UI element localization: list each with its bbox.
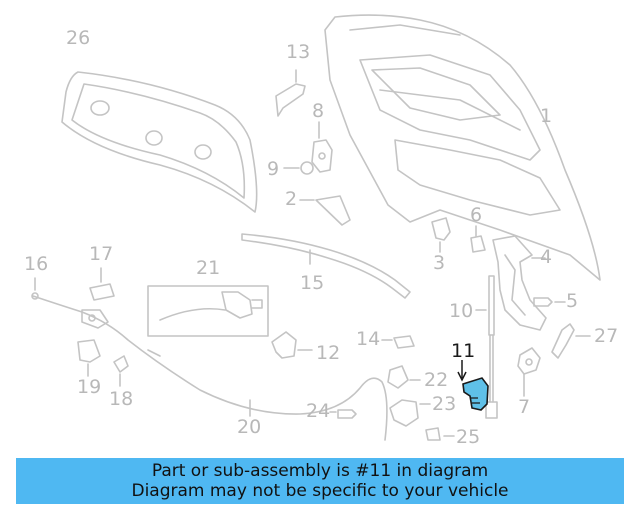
banner-line-part: Part or sub-assembly is #11 in diagram (151, 461, 489, 481)
part-25-clip (425, 427, 455, 441)
callout-10: 10 (449, 300, 474, 322)
callout-23: 23 (432, 393, 457, 415)
part-4-hinge (492, 235, 547, 331)
callout-12: 12 (316, 342, 341, 364)
part-17-clip (89, 267, 115, 301)
part-23-bracket (389, 399, 431, 427)
callout-15: 15 (300, 272, 325, 294)
callout-24: 24 (306, 400, 331, 422)
callout-17: 17 (89, 243, 114, 265)
part-26-insulator-pad (61, 71, 258, 213)
callout-2: 2 (285, 188, 298, 210)
callout-25: 25 (456, 426, 481, 448)
callout-9: 9 (267, 158, 280, 180)
banner-line-disclaimer: Diagram may not be specific to your vehi… (131, 481, 509, 501)
part-3-bumper (431, 217, 451, 253)
callout-3: 3 (433, 252, 446, 274)
part-15-seal (241, 233, 411, 299)
part-10-strut (475, 275, 498, 419)
part-24-bolt (329, 409, 357, 419)
callout-27: 27 (594, 325, 619, 347)
part-22-latch (387, 365, 421, 389)
part-8-bracket (311, 121, 333, 173)
part-7-bracket (517, 347, 541, 397)
callout-6: 6 (470, 204, 483, 226)
part-2-pad (299, 195, 351, 226)
part-14-clip (381, 335, 415, 349)
callout-14: 14 (356, 328, 381, 350)
part-20-cable (31, 277, 388, 441)
callout-5: 5 (566, 290, 579, 312)
part-27-stud (551, 323, 591, 359)
callout-13: 13 (286, 41, 311, 63)
part-5-bolt (533, 297, 566, 307)
info-banner: Part or sub-assembly is #11 in diagram D… (16, 458, 624, 504)
part-1-hood-panel (324, 14, 601, 281)
callout-19: 19 (77, 376, 102, 398)
part-6-stop (470, 225, 486, 253)
part-12-lever (271, 331, 313, 359)
callout-18: 18 (109, 388, 134, 410)
part-11-bracket-highlighted (457, 360, 489, 411)
callout-20: 20 (237, 416, 262, 438)
part-13-bracket (275, 69, 306, 117)
callout-21: 21 (196, 257, 221, 279)
callout-7: 7 (518, 396, 531, 418)
callout-26: 26 (66, 27, 91, 49)
callout-8: 8 (312, 100, 325, 122)
callout-16: 16 (24, 253, 49, 275)
callout-22: 22 (424, 369, 449, 391)
part-21-kit (147, 285, 269, 337)
part-18-clip (113, 355, 129, 387)
callout-4: 4 (540, 246, 553, 268)
callout-11: 11 (451, 340, 476, 362)
part-19-handle (77, 339, 101, 377)
part-9-nut (283, 161, 314, 175)
callout-1: 1 (540, 105, 553, 127)
